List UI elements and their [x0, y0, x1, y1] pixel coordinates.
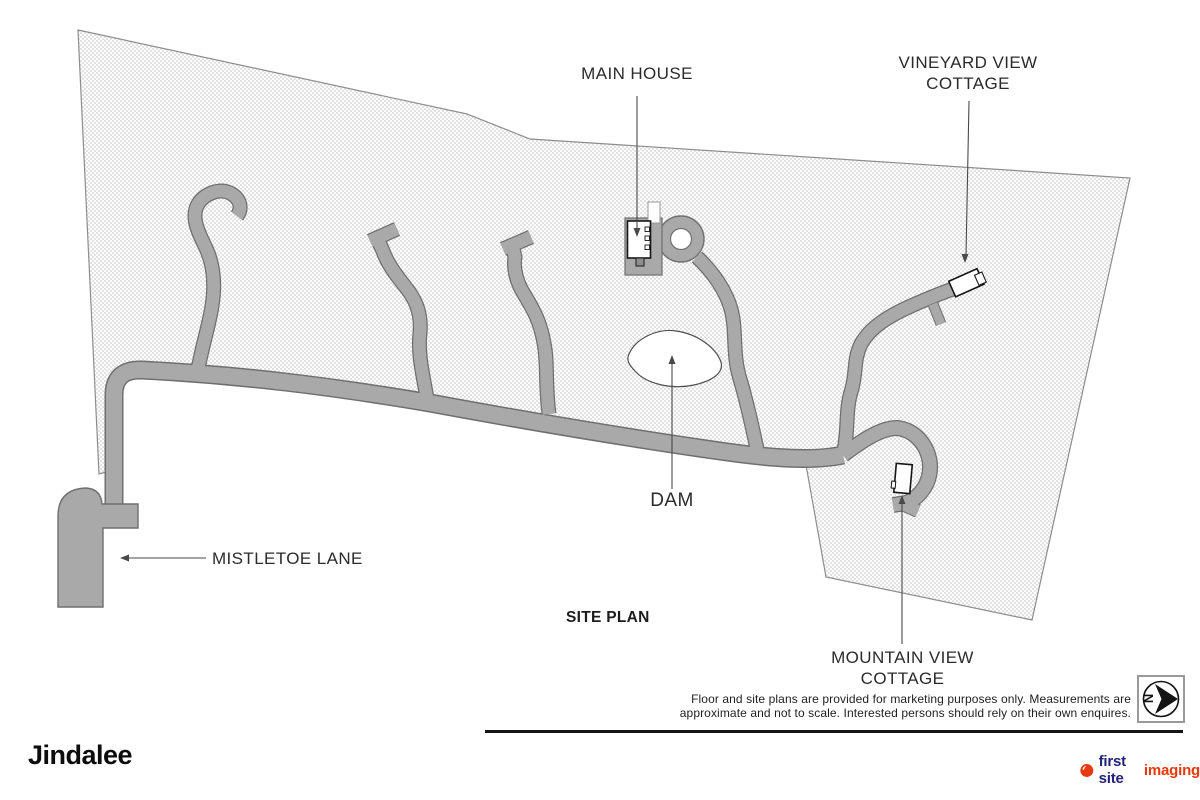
- property-parcel: [77, 29, 1131, 621]
- road-branch-3: [506, 246, 556, 415]
- north-arrow-graphic: [1142, 680, 1180, 718]
- logo-text-imaging: imaging: [1143, 761, 1200, 779]
- disclaimer-text: Floor and site plans are provided for ma…: [600, 692, 1131, 721]
- page-title: Jindalee: [28, 740, 133, 770]
- mistletoe-lane-label: MISTLETOE LANE: [212, 549, 363, 568]
- road-branch-2: [371, 235, 434, 400]
- logo-mark-icon: [1080, 763, 1094, 777]
- road-vineyard-driveway: [836, 283, 955, 457]
- main-house-building: [624, 201, 663, 276]
- main-house-label: MAIN HOUSE: [581, 64, 693, 83]
- north-letter: N: [1141, 693, 1157, 704]
- dam-shape: [627, 329, 723, 388]
- north-arrow-icon: N: [1137, 675, 1185, 723]
- road-main-house-driveway: [692, 252, 764, 451]
- vineyard-cottage-label-line1: VINEYARD VIEW: [898, 53, 1038, 72]
- divider-line: [485, 730, 1183, 733]
- firstsite-logo: first site imaging: [1080, 753, 1200, 787]
- mistletoe-lane-shape: [57, 487, 139, 608]
- road-mountain-driveway: [838, 421, 937, 512]
- mountain-cottage-building: [890, 462, 914, 495]
- vineyard-cottage-building: [947, 267, 988, 298]
- logo-text-first: first site: [1098, 753, 1127, 787]
- dam-label: DAM: [650, 490, 694, 511]
- leader-vineyard: [965, 100, 970, 257]
- vineyard-cottage-label: VINEYARD VIEW COTTAGE: [888, 52, 1048, 94]
- road-network: [106, 184, 955, 520]
- disclaimer-line2: approximate and not to scale. Interested…: [679, 705, 1131, 720]
- vineyard-cottage-label-line2: COTTAGE: [926, 74, 1010, 93]
- disclaimer-line1: Floor and site plans are provided for ma…: [691, 692, 1131, 706]
- site-plan-title: SITE PLAN: [566, 609, 650, 626]
- leader-lines: [129, 96, 970, 644]
- road-main: [106, 362, 845, 520]
- road-branch-west-hook: [188, 184, 247, 376]
- mountain-cottage-label: MOUNTAIN VIEW COTTAGE: [831, 648, 974, 688]
- driveway-loop-center: [669, 227, 693, 251]
- leader-arrowheads: [120, 228, 969, 562]
